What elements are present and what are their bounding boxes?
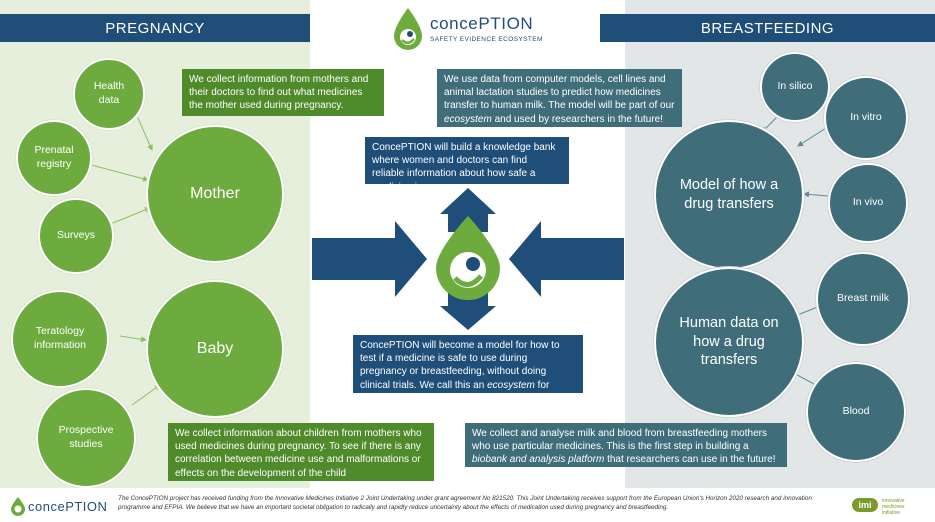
drop-logo-icon [394, 8, 422, 50]
footer-funding-text: The ConcePTION project has received fund… [118, 495, 812, 512]
breastfeeding-title: BREASTFEEDING [700, 19, 835, 37]
prenatal-registry-circle: Prenatal registry [16, 120, 92, 196]
center-arrows [312, 188, 624, 330]
model-circle: Model of how a drug transfers [654, 120, 804, 270]
imi-mark: imi [852, 498, 878, 512]
knowledge-bank-box: ConcePTION will build a knowledge bank w… [365, 137, 569, 193]
ecosystem-text-b: for medicine safety! [360, 379, 550, 404]
mother-info-box: We collect information from mothers and … [182, 69, 384, 116]
breast-milk-label: Breast milk [837, 292, 889, 305]
model-info-text-em: ecosystem [444, 113, 492, 125]
ecosystem-text-em: ecosystem [487, 379, 535, 391]
mother-info-text: We collect information from mothers and … [189, 74, 369, 112]
mother-circle: Mother [146, 125, 284, 263]
logo-name: concePTION [430, 14, 534, 33]
in-silico-circle: In silico [760, 52, 830, 122]
center-drop-icon [436, 216, 500, 300]
mother-label: Mother [190, 184, 240, 202]
model-info-text-b: and used by researchers in the future! [494, 113, 664, 125]
health-data-circle: Health data [73, 58, 145, 130]
human-data-circle: Human data on how a drug transfers [654, 267, 804, 417]
human-info-box: We collect and analyse milk and blood fr… [465, 423, 787, 467]
baby-label: Baby [196, 339, 234, 357]
footer-drop-icon [11, 497, 25, 516]
model-info-text-a: We use data from computer models, cell l… [444, 74, 675, 112]
prenatal-registry-label: Prenatal registry [34, 144, 74, 170]
breast-milk-circle: Breast milk [816, 252, 910, 346]
prospective-studies-circle: Prospective studies [36, 388, 136, 488]
breastfeeding-header: BREASTFEEDING [600, 14, 935, 42]
arrow-from-left [312, 221, 427, 297]
prospective-studies-label: Prospective studies [58, 424, 114, 450]
footer: concePTION The ConcePTION project has re… [0, 488, 935, 522]
human-data-label: Human data on how a drug transfers [679, 314, 779, 369]
knowledge-bank-text: ConcePTION will build a knowledge bank w… [372, 142, 556, 193]
baby-info-box: We collect information about children fr… [168, 423, 434, 481]
pregnancy-header: PREGNANCY [0, 14, 310, 42]
ecosystem-box: ConcePTION will become a model for how t… [353, 335, 583, 404]
footer-brand: concePTION [28, 499, 108, 514]
in-vitro-circle: In vitro [824, 76, 908, 160]
conception-logo: concePTION SAFETY EVIDENCE ECOSYSTEM [390, 6, 550, 56]
logo-subtitle: SAFETY EVIDENCE ECOSYSTEM [430, 36, 543, 43]
ecosystem-text-a: ConcePTION will become a model for how t… [360, 340, 560, 391]
in-silico-label: In silico [777, 80, 813, 93]
health-data-label: Health data [93, 80, 125, 106]
model-info-box: We use data from computer models, cell l… [437, 69, 682, 127]
human-info-text-b: that researchers can use in the future! [607, 454, 776, 466]
human-info-text-em: biobank and analysis platform [472, 454, 605, 466]
teratology-circle: Teratology information [11, 290, 109, 388]
surveys-label: Surveys [57, 229, 95, 242]
blood-circle: Blood [806, 362, 906, 462]
model-label: Model of how a drug transfers [679, 177, 779, 212]
human-info-text-a: We collect and analyse milk and blood fr… [472, 428, 767, 453]
arrow-from-right [509, 221, 624, 297]
baby-circle: Baby [146, 280, 284, 418]
teratology-label: Teratology information [34, 325, 86, 351]
in-vivo-circle: In vivo [828, 163, 908, 243]
blood-label: Blood [842, 405, 870, 418]
in-vitro-label: In vitro [850, 111, 882, 124]
imi-text: innovative medicines initiative [882, 498, 905, 516]
arrow-up [440, 188, 496, 232]
surveys-circle: Surveys [38, 198, 114, 274]
in-vivo-label: In vivo [852, 196, 884, 209]
baby-info-text: We collect information about children fr… [175, 428, 422, 479]
arrow-down [440, 288, 496, 330]
pregnancy-title: PREGNANCY [105, 19, 205, 37]
